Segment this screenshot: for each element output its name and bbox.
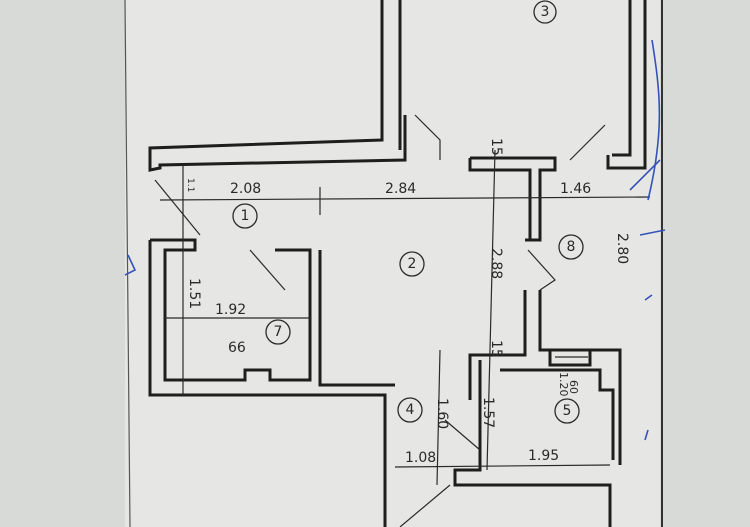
sheet-border-left bbox=[124, 0, 131, 527]
dimension-lines bbox=[159, 149, 651, 486]
room-3-label: 3 bbox=[541, 4, 550, 20]
room-5-label: 5 bbox=[563, 403, 572, 419]
dim-1-57: 1.57 bbox=[480, 397, 496, 428]
dim-2-80: 2.80 bbox=[614, 233, 630, 264]
dim-1-92: 1.92 bbox=[215, 302, 246, 318]
walls bbox=[148, 0, 647, 527]
room-4-label: 4 bbox=[406, 402, 415, 418]
dim-60: 60 bbox=[567, 380, 580, 394]
dim-1-20: 1.20 bbox=[557, 372, 570, 397]
room-markers: 3 1 2 8 7 4 5 bbox=[232, 0, 584, 424]
dimension-labels: 2.08 2.84 1.46 15 2.88 2.80 1.51 1.92 66… bbox=[185, 138, 630, 466]
dim-1-46: 1.46 bbox=[560, 181, 591, 197]
dim-15-top: 15 bbox=[488, 138, 504, 156]
dim-66: 66 bbox=[228, 340, 246, 356]
dim-1-1: 1.1 bbox=[185, 178, 195, 192]
dim-1-08: 1.08 bbox=[405, 450, 436, 466]
dim-1-60: 1.60 bbox=[434, 398, 450, 429]
dim-1-51: 1.51 bbox=[186, 278, 202, 309]
paper-sheet bbox=[125, 0, 660, 527]
dim-2-88: 2.88 bbox=[488, 248, 504, 279]
dim-15-mid: 15 bbox=[488, 340, 504, 358]
dim-2-84: 2.84 bbox=[385, 181, 416, 197]
pen-marks bbox=[124, 39, 666, 441]
dim-2-08: 2.08 bbox=[230, 181, 261, 197]
room-1-label: 1 bbox=[241, 208, 250, 224]
room-8-label: 8 bbox=[567, 239, 576, 255]
room-2-label: 2 bbox=[408, 256, 417, 272]
doors bbox=[154, 114, 606, 527]
dim-1-95: 1.95 bbox=[528, 448, 559, 464]
room-7-label: 7 bbox=[274, 324, 283, 340]
